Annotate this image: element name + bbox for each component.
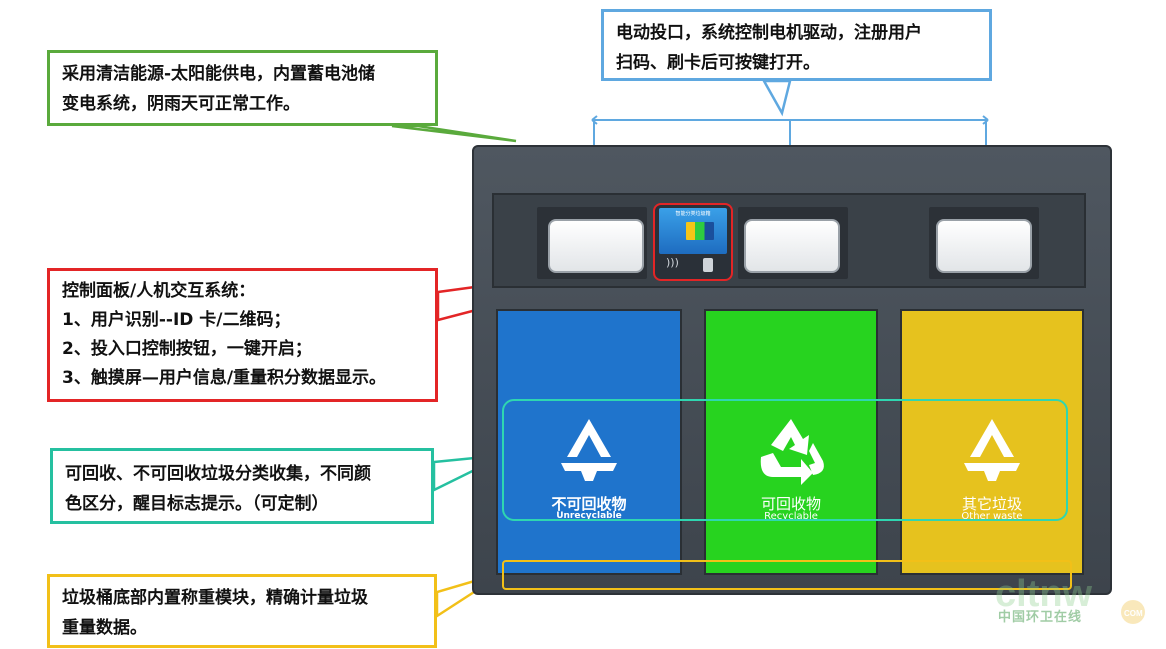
callout-line: 扫码、刷卡后可按键打开。 bbox=[616, 53, 820, 73]
watermark-badge: COM bbox=[1124, 609, 1143, 618]
bin-label-en: Other waste bbox=[961, 511, 1023, 522]
touch-screen-title: 智能分类垃圾箱 bbox=[675, 211, 711, 217]
callout-line: 变电系统，阴雨天可正常工作。 bbox=[62, 94, 300, 114]
recycle-icon bbox=[760, 419, 824, 485]
open-button bbox=[703, 258, 713, 272]
callout-motor: 电动投口，系统控制电机驱动，注册用户 扫码、刷卡后可按键打开。 bbox=[601, 9, 992, 81]
callout-line: 可回收、不可回收垃圾分类收集，不同颜 bbox=[65, 464, 371, 484]
slot-opening-1 bbox=[548, 219, 644, 273]
callout-line: 2、投入口控制按钮，一键开启； bbox=[62, 339, 312, 359]
motor-pointer bbox=[761, 79, 792, 117]
bin-label-en: Unrecyclable bbox=[556, 511, 622, 521]
bin-label-cn: 可回收物 bbox=[760, 495, 821, 513]
callout-line: 3、触摸屏—用户信息/重量积分数据显示。 bbox=[62, 368, 387, 388]
callout-line: 采用清洁能源-太阳能供电，内置蓄电池储 bbox=[62, 64, 376, 84]
bin-door-other: 其它垃圾 Other waste bbox=[900, 309, 1084, 575]
callout-panel: 控制面板/人机交互系统： 1、用户识别--ID 卡/二维码； 2、投入口控制按钮… bbox=[47, 268, 438, 402]
slot-opening-3 bbox=[936, 219, 1032, 273]
watermark-text: 中国环卫在线 bbox=[998, 610, 1083, 625]
callout-line: 1、用户识别--ID 卡/二维码； bbox=[62, 310, 291, 330]
bin-label-en: Recyclable bbox=[764, 511, 818, 522]
callout-solar: 采用清洁能源-太阳能供电，内置蓄电池储 变电系统，阴雨天可正常工作。 bbox=[47, 50, 438, 126]
bin-label-cn: 不可回收物 bbox=[551, 495, 627, 513]
callout-line: 控制面板/人机交互系统： bbox=[62, 281, 256, 301]
callout-scale: 垃圾桶底部内置称重模块，精确计量垃圾 重量数据。 bbox=[47, 574, 437, 648]
bin-door-unrecyclable: 不可回收物 Unrecyclable bbox=[496, 309, 682, 575]
slot-opening-2 bbox=[744, 219, 840, 273]
callout-sort: 可回收、不可回收垃圾分类收集，不同颜 色区分，醒目标志提示。（可定制） bbox=[50, 448, 434, 524]
callout-line: 垃圾桶底部内置称重模块，精确计量垃圾 bbox=[62, 588, 368, 608]
solar-pointer bbox=[391, 124, 517, 143]
rfid-icon: ))) bbox=[666, 256, 679, 269]
screen-bin-graphic bbox=[686, 222, 714, 240]
unrecyclable-icon bbox=[964, 419, 1020, 481]
unrecyclable-icon bbox=[561, 419, 617, 481]
watermark-logo: cltnw COM bbox=[995, 573, 1145, 624]
bin-label-cn: 其它垃圾 bbox=[961, 495, 1022, 513]
callout-line: 重量数据。 bbox=[62, 618, 147, 638]
weighing-highlight bbox=[502, 560, 1072, 590]
bin-door-recyclable: 可回收物 Recyclable bbox=[704, 309, 878, 575]
watermark-logo-text: cltnw bbox=[995, 573, 1093, 615]
callout-line: 色区分，醒目标志提示。（可定制） bbox=[65, 494, 329, 514]
sorting-highlight bbox=[502, 399, 1068, 521]
callout-line: 电动投口，系统控制电机驱动，注册用户 bbox=[616, 23, 922, 43]
